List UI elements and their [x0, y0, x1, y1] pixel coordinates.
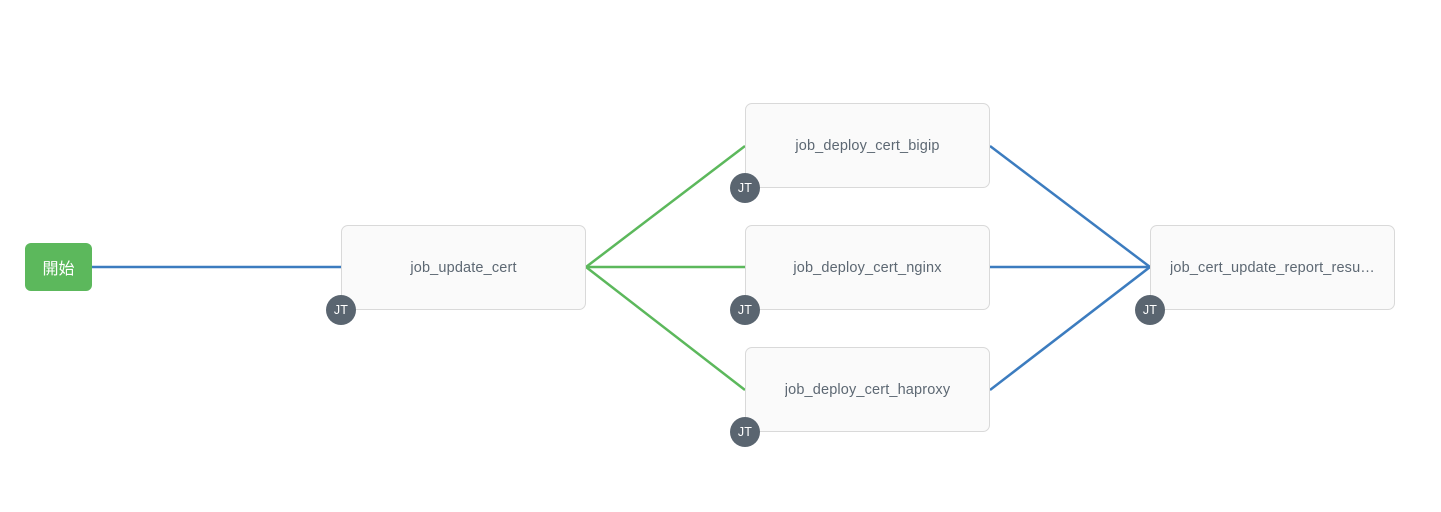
node-job_deploy_cert_haproxy[interactable]: job_deploy_cert_haproxy	[745, 347, 990, 432]
node-label-start: 開始	[42, 261, 75, 278]
job-template-badge-job_update_cert[interactable]: JT	[326, 295, 356, 325]
edge-job_update_cert-to-job_deploy_cert_haproxy	[585, 266, 746, 391]
node-job_update_cert[interactable]: job_update_cert	[341, 225, 586, 310]
job-template-badge-job_cert_update_report_result[interactable]: JT	[1135, 295, 1165, 325]
node-job_cert_update_report_result[interactable]: job_cert_update_report_resu…	[1150, 225, 1395, 310]
node-job_deploy_cert_nginx[interactable]: job_deploy_cert_nginx	[745, 225, 990, 310]
edge-job_update_cert-to-job_deploy_cert_bigip	[585, 145, 746, 268]
job-template-badge-job_deploy_cert_nginx[interactable]: JT	[730, 295, 760, 325]
node-job_deploy_cert_bigip[interactable]: job_deploy_cert_bigip	[745, 103, 990, 188]
node-label-job_deploy_cert_nginx: job_deploy_cert_nginx	[793, 259, 942, 276]
job-template-badge-job_deploy_cert_bigip[interactable]: JT	[730, 173, 760, 203]
edge-job_deploy_cert_haproxy-to-job_cert_update_report_result	[989, 266, 1151, 391]
node-label-job_deploy_cert_bigip: job_deploy_cert_bigip	[795, 137, 940, 154]
node-label-job_deploy_cert_haproxy: job_deploy_cert_haproxy	[784, 381, 951, 398]
node-start[interactable]: 開始	[25, 243, 92, 291]
node-label-job_cert_update_report_result: job_cert_update_report_resu…	[1170, 259, 1375, 276]
edge-job_deploy_cert_bigip-to-job_cert_update_report_result	[989, 145, 1151, 268]
node-label-job_update_cert: job_update_cert	[410, 259, 517, 276]
job-template-badge-job_deploy_cert_haproxy[interactable]: JT	[730, 417, 760, 447]
